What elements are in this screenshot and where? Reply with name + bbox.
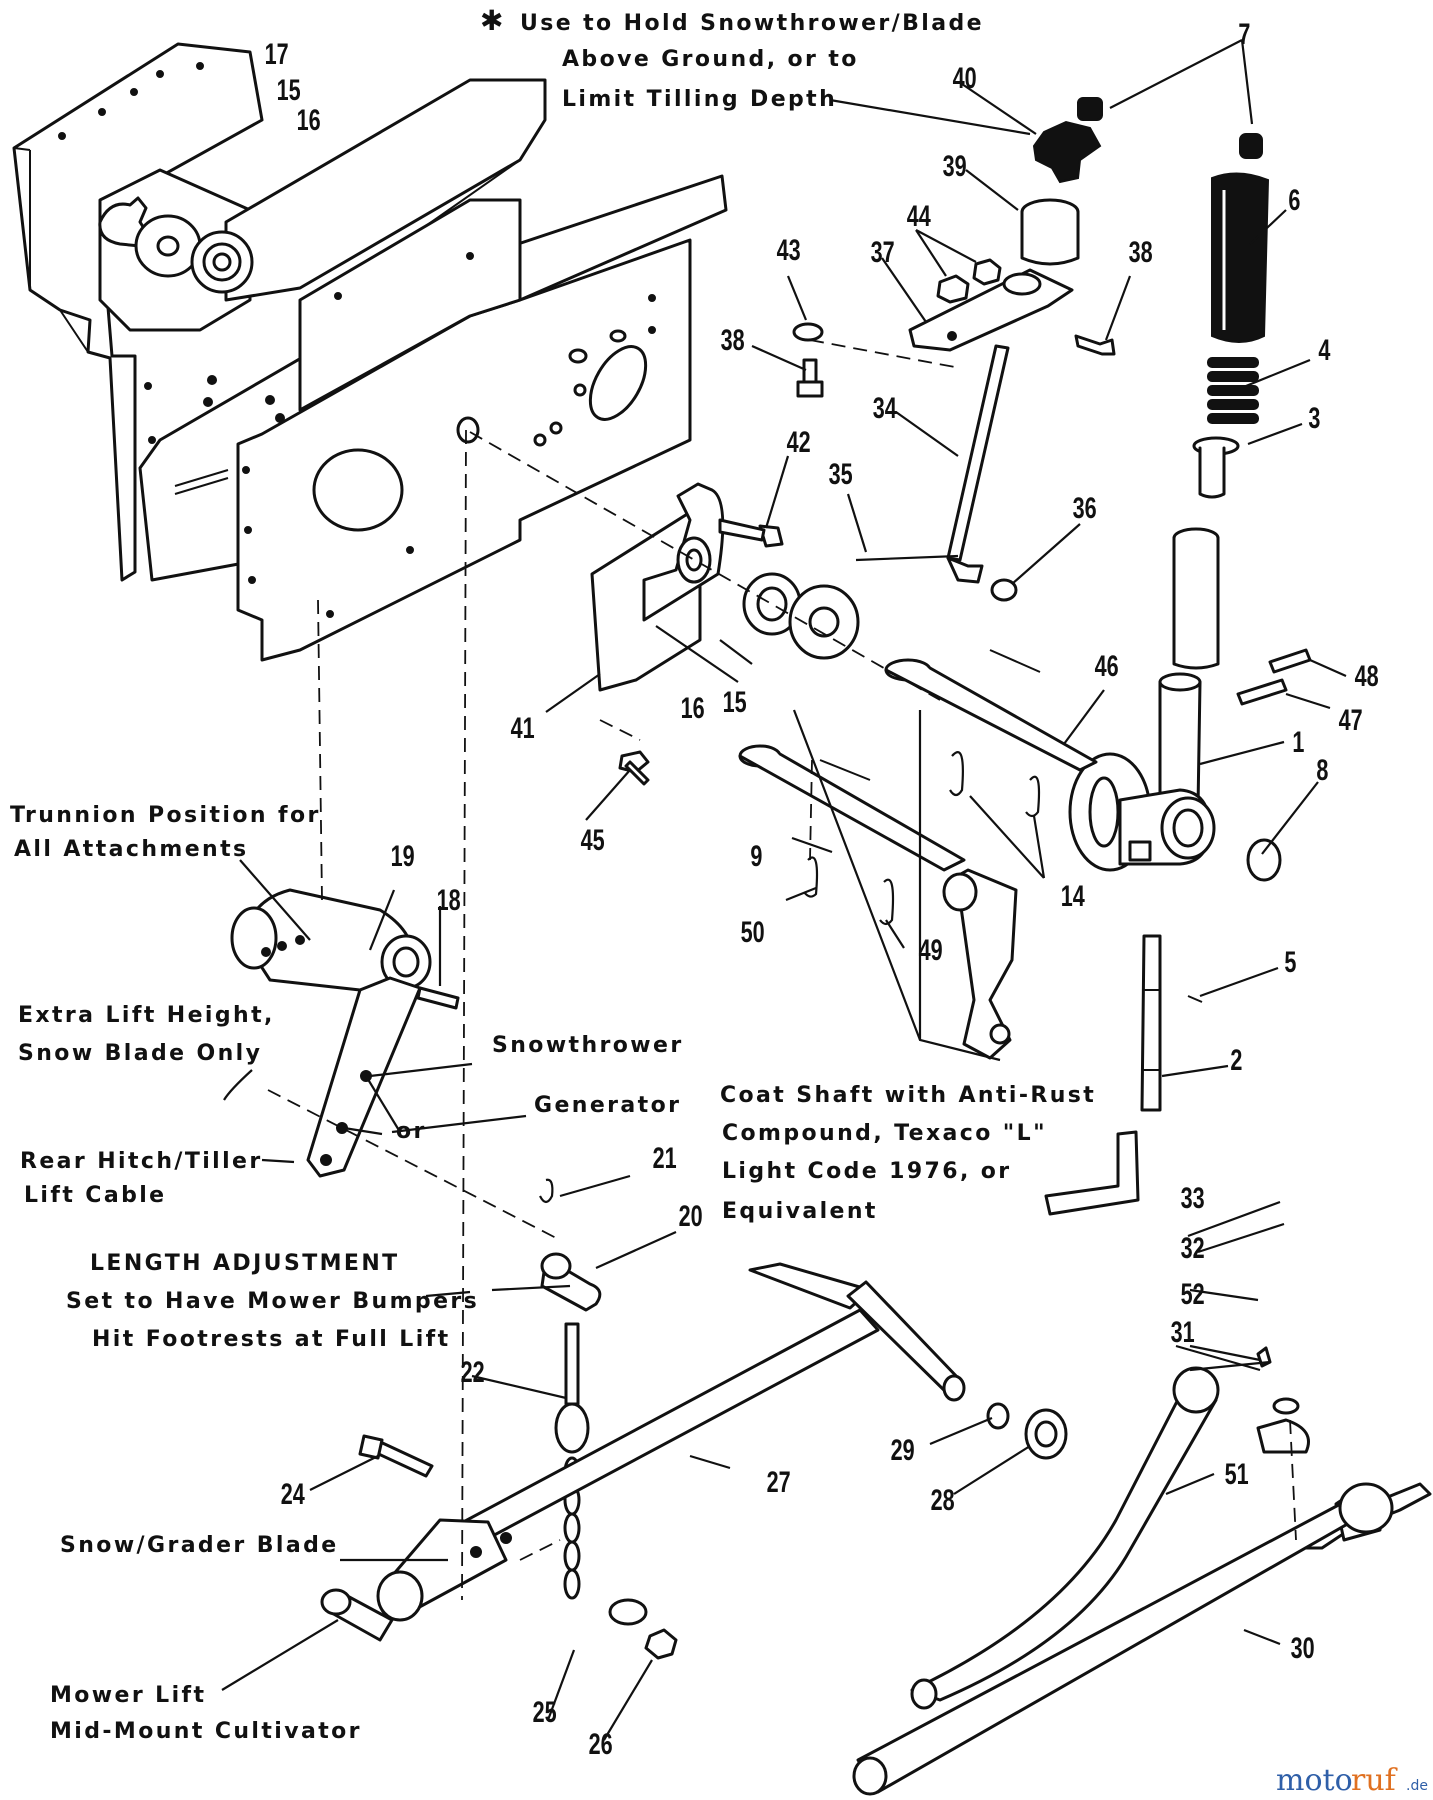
callout-16: 16	[681, 690, 705, 724]
alignment-lines	[267, 339, 1297, 1601]
note-mower-line2: Mid-Mount Cultivator	[50, 1719, 362, 1744]
callout-46: 46	[1095, 648, 1119, 682]
callout-1: 1	[1292, 724, 1304, 758]
note-extra-line1: Extra Lift Height,	[18, 1003, 275, 1028]
callout-18: 18	[437, 882, 461, 916]
callout-25: 25	[533, 1694, 557, 1728]
note-mower-line1: Mower Lift	[50, 1683, 206, 1708]
rockshaft-assembly	[738, 744, 1041, 1060]
callout-51: 51	[1225, 1456, 1249, 1490]
label-snow-grader-blade: Snow/Grader Blade	[60, 1533, 339, 1558]
callout-45: 45	[581, 822, 605, 856]
note-coat-line2: Compound, Texaco "L"	[722, 1121, 1047, 1146]
note-rear-line1: Rear Hitch/Tiller	[20, 1149, 263, 1174]
callout-22: 22	[461, 1354, 485, 1388]
trunnion	[230, 888, 460, 1178]
callout-37: 37	[871, 234, 895, 268]
callout-3: 3	[1308, 400, 1320, 434]
lift-link	[539, 1178, 602, 1600]
callout-38-left: 38	[721, 322, 745, 356]
watermark: moto ruf .de	[1276, 1763, 1428, 1798]
callout-17: 17	[265, 36, 289, 70]
note-coat-line3: Light Code 1976, or	[722, 1159, 1012, 1184]
callout-31: 31	[1171, 1314, 1195, 1348]
footrest-brackets	[852, 1346, 1432, 1796]
callout-44: 44	[907, 198, 931, 232]
callout-26: 26	[589, 1726, 613, 1760]
callout-36: 36	[1073, 490, 1097, 524]
callout-34: 34	[873, 390, 897, 424]
callout-28: 28	[931, 1482, 955, 1516]
watermark-part1: moto	[1276, 1763, 1353, 1798]
note-rear-line2: Lift Cable	[24, 1183, 167, 1208]
callout-39: 39	[943, 148, 967, 182]
lift-shaft	[320, 1262, 1068, 1660]
frame-assembly	[12, 42, 728, 662]
watermark-suffix: .de	[1406, 1778, 1428, 1794]
leader-lines	[221, 39, 1347, 1741]
callout-30: 30	[1291, 1630, 1315, 1664]
callout-20: 20	[679, 1198, 703, 1232]
callout-24: 24	[281, 1476, 305, 1510]
note-trunnion-line1: Trunnion Position for	[10, 803, 321, 828]
callout-9: 9	[750, 838, 762, 872]
note-hold-line1: Use to Hold Snowthrower/Blade	[520, 11, 984, 36]
callout-19: 19	[391, 838, 415, 872]
callout-41: 41	[511, 710, 535, 744]
callout-48: 48	[1355, 658, 1379, 692]
callout-33: 33	[1181, 1180, 1205, 1214]
note-length-line2: Set to Have Mower Bumpers	[66, 1289, 479, 1314]
callout-numbers: 7 40 6 39 44 37 43 38 38 4 3 34 42 35 36…	[265, 16, 1379, 1760]
callout-38-right: 38	[1129, 234, 1153, 268]
frame-washers	[98, 196, 254, 294]
watermark-part2: ruf	[1351, 1763, 1398, 1798]
callout-49: 49	[919, 932, 943, 966]
callout-50: 50	[741, 914, 765, 948]
callout-15-top: 15	[277, 72, 301, 106]
callout-35: 35	[829, 456, 853, 490]
callout-16-top: 16	[297, 102, 321, 136]
label-or: or	[396, 1119, 427, 1144]
note-extra-line2: Snow Blade Only	[18, 1041, 262, 1066]
callout-21: 21	[653, 1140, 677, 1174]
diagram-notes: ✱ Use to Hold Snowthrower/Blade Above Gr…	[10, 4, 1096, 1744]
callout-4: 4	[1318, 332, 1330, 366]
callout-47: 47	[1339, 702, 1363, 736]
callout-5: 5	[1284, 944, 1296, 978]
callout-29: 29	[891, 1432, 915, 1466]
note-coat-line1: Coat Shaft with Anti-Rust	[720, 1083, 1096, 1108]
frame-rivets	[58, 62, 656, 618]
note-trunnion-line2: All Attachments	[14, 837, 249, 862]
pivot-bracket	[590, 482, 860, 786]
callout-27: 27	[767, 1464, 791, 1498]
callout-15: 15	[723, 684, 747, 718]
lift-lever-assembly	[884, 133, 1312, 1216]
callout-8: 8	[1316, 752, 1328, 786]
depth-stop-assembly	[792, 97, 1116, 602]
asterisk-mark: ✱	[480, 4, 506, 37]
callout-42: 42	[787, 424, 811, 458]
note-hold-line3: Limit Tilling Depth	[562, 87, 837, 112]
note-length-line1: LENGTH ADJUSTMENT	[90, 1251, 400, 1276]
label-snowthrower: Snowthrower	[492, 1033, 684, 1058]
note-hold-line2: Above Ground, or to	[562, 47, 859, 72]
callout-6: 6	[1288, 182, 1300, 216]
callout-7: 7	[1238, 16, 1250, 50]
note-coat-line4: Equivalent	[722, 1199, 878, 1224]
callout-43: 43	[777, 232, 801, 266]
callout-32: 32	[1181, 1230, 1205, 1264]
callout-14: 14	[1061, 878, 1085, 912]
callout-52: 52	[1181, 1276, 1205, 1310]
callout-2: 2	[1230, 1042, 1242, 1076]
callout-40: 40	[953, 60, 977, 94]
label-generator: Generator	[534, 1093, 681, 1118]
note-length-line3: Hit Footrests at Full Lift	[92, 1327, 451, 1352]
